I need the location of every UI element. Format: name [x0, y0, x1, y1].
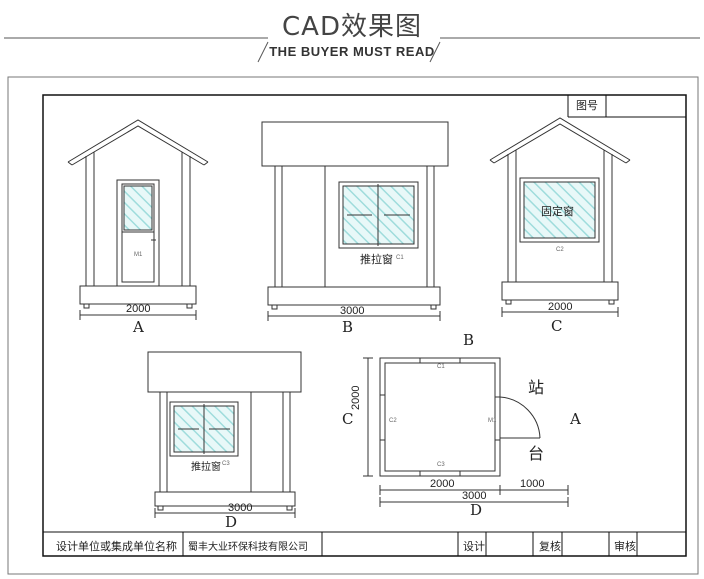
plan-tag-m1: M1 — [488, 418, 497, 424]
plan-dimensions — [363, 357, 569, 507]
outer-frame — [7, 76, 699, 575]
view-b-width-dim: 3000 — [340, 305, 365, 317]
view-c-window-tag: C2 — [556, 247, 564, 253]
floor-plan — [379, 357, 541, 477]
station-char-1: 站 — [528, 378, 545, 397]
view-d-label: D — [225, 513, 238, 531]
view-c-label: C — [551, 317, 563, 335]
view-b-window-label: 推拉窗 — [360, 253, 393, 266]
dim-b — [267, 311, 441, 321]
title-block — [43, 531, 686, 556]
view-c — [489, 117, 631, 305]
plan-top-label: B — [463, 331, 475, 349]
plan-tag-c3: C3 — [437, 462, 445, 468]
audit-label: 审核 — [614, 540, 636, 553]
view-b — [261, 121, 449, 310]
review-label: 复核 — [539, 540, 561, 553]
design-label: 设计 — [463, 540, 485, 553]
view-d — [147, 351, 302, 511]
header-rule — [4, 37, 700, 63]
view-c-window-label: 固定窗 — [541, 205, 574, 218]
plan-bottom-label: D — [470, 501, 483, 519]
view-a-width-dim: 2000 — [126, 303, 151, 315]
plan-dim-right: 1000 — [520, 478, 545, 490]
view-a-label: A — [133, 318, 144, 336]
plan-tag-c2: C2 — [389, 418, 397, 424]
plan-side-dim: 2000 — [350, 385, 362, 410]
view-d-width-dim: 3000 — [228, 502, 253, 514]
plan-tag-c1: C1 — [437, 364, 445, 370]
view-b-window-tag: C1 — [396, 255, 404, 261]
view-d-window-tag: C3 — [222, 461, 230, 467]
view-c-width-dim: 2000 — [548, 301, 573, 313]
page-subtitle: THE BUYER MUST READ — [269, 44, 435, 59]
dim-d — [154, 508, 296, 518]
dim-c — [501, 307, 619, 317]
page-title: CAD效果图 — [282, 12, 422, 42]
plan-dim-left: 2000 — [430, 478, 455, 490]
plan-left-label: C — [342, 410, 354, 428]
company-name: 蜀丰大业环保科技有限公司 — [188, 542, 308, 553]
view-d-window-label: 推拉窗 — [191, 462, 221, 473]
station-char-2: 台 — [528, 444, 545, 463]
inner-frame — [42, 94, 687, 557]
view-a — [67, 119, 209, 309]
plan-right-label: A — [570, 410, 581, 428]
design-unit-label: 设计单位或集成单位名称 — [56, 540, 177, 553]
drawing-number-label: 图号 — [576, 99, 598, 112]
view-b-label: B — [342, 318, 354, 336]
door-tag-m1: M1 — [134, 252, 143, 258]
dim-a — [79, 310, 197, 320]
plan-dim-total: 3000 — [462, 490, 487, 502]
drawing-number-box — [567, 95, 686, 118]
